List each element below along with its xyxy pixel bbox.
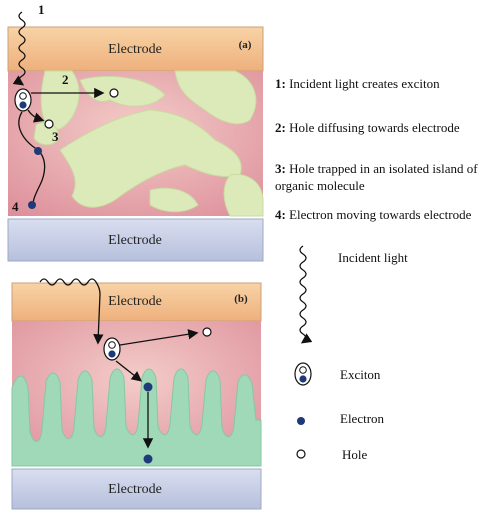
legend-item-2: 2: Hole diffusing towards electrode (275, 120, 460, 135)
hole-legend-icon (296, 449, 306, 459)
marker-3: 3 (52, 129, 59, 144)
legend-item-3: 3: Hole trapped in an isolated island of… (275, 161, 478, 193)
marker-2: 2 (62, 72, 69, 87)
hole-a-3 (44, 119, 54, 129)
legend-symbols (294, 245, 313, 459)
panel-a: Electrode (a) 1 2 3 4 (7, 2, 264, 262)
bottom-electrode-a (7, 218, 264, 262)
electron-path-arrow-b (115, 360, 143, 382)
legend-item-1: 1: Incident light creates exciton (275, 76, 440, 91)
incident-light-legend-icon (299, 245, 313, 344)
exciton-legend-icon (294, 362, 312, 386)
electron-legend-icon (297, 417, 305, 425)
marker-1: 1 (38, 2, 45, 17)
legend-exciton-label: Exciton (340, 367, 381, 382)
bottom-electrode-b (11, 468, 262, 510)
hole-path-arrow-b (119, 329, 199, 346)
hole-a-2 (109, 88, 119, 98)
panel-b-label: (b) (234, 293, 248, 305)
top-electrode-b (11, 282, 262, 322)
top-electrode-a-label: Electrode (108, 42, 162, 57)
legend-electron-label: Electron (340, 411, 385, 426)
electron-b-2 (143, 454, 153, 464)
hole-b (202, 327, 212, 337)
legend-item-4: 4: Electron moving towards electrode (275, 207, 472, 222)
acceptor-domains-a (33, 70, 264, 217)
electron-path-a (18, 111, 46, 206)
electron-b-1 (143, 382, 153, 392)
bottom-electrode-a-label: Electrode (108, 233, 162, 248)
legend-incident-light-label: Incident light (338, 250, 408, 265)
exciton-a (14, 88, 32, 112)
bottom-electrode-b-label: Electrode (108, 482, 162, 497)
exciton-legend-electron (299, 375, 307, 383)
legend-hole-label: Hole (342, 447, 368, 462)
exciton-b (103, 337, 121, 361)
top-electrode-b-label: Electrode (108, 294, 162, 309)
hole-in-exciton-b (108, 341, 116, 349)
acceptor-comb-b (11, 368, 262, 467)
incident-light-ray-a (12, 11, 26, 86)
electron-in-exciton-a (19, 101, 27, 109)
top-electrode-a (7, 26, 264, 72)
trapped-hole-path-a (27, 109, 45, 123)
exciton-legend-hole (299, 366, 307, 374)
panel-b: Electrode (b) Electrode (11, 278, 262, 510)
electron-a-end (28, 201, 36, 209)
incident-light-ray-b (39, 278, 104, 345)
marker-4: 4 (12, 199, 19, 214)
electron-in-exciton-b (108, 350, 116, 358)
panel-a-label: (a) (239, 39, 252, 51)
hole-in-exciton-a (19, 92, 27, 100)
electron-a-mid (34, 147, 42, 155)
